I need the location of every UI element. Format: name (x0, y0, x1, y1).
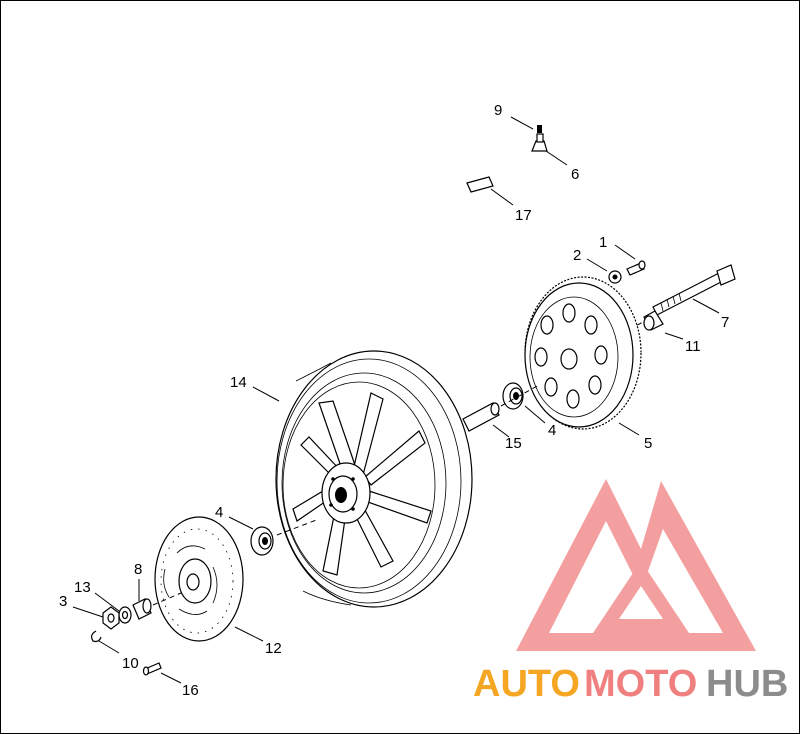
axle-spacer-part (643, 310, 664, 331)
callout-1: 1 (599, 234, 607, 251)
callout-9: 9 (494, 102, 502, 119)
callout-6: 6 (571, 166, 579, 183)
callout-4-left: 4 (215, 504, 223, 521)
callout-11: 11 (685, 338, 701, 355)
washer-part (118, 606, 132, 624)
callout-3: 3 (59, 593, 67, 610)
axle-part (652, 264, 736, 316)
wheel-part (275, 350, 473, 608)
sprocket-part (524, 276, 642, 430)
callout-4-right: 4 (548, 422, 556, 439)
callout-8: 8 (134, 561, 142, 578)
hub-spacer-part (462, 402, 500, 432)
watermark-moto: MOTO (584, 663, 697, 705)
leader-lines (72, 116, 720, 684)
retaining-clip-part (90, 630, 102, 643)
bearing-left-part (250, 526, 274, 556)
callout-10: 10 (122, 655, 139, 672)
disc-screw-part (142, 662, 162, 676)
callout-16: 16 (182, 682, 199, 699)
balance-weight-part (466, 176, 494, 193)
watermark-hub: HUB (706, 663, 788, 705)
callout-13: 13 (74, 579, 91, 596)
valve-stem-part (531, 125, 548, 152)
callout-7: 7 (721, 314, 729, 331)
pulley-screw-part (608, 260, 646, 284)
callout-14: 14 (230, 374, 247, 391)
watermark-auto: AUTO (473, 663, 580, 705)
disc-spacer-part (132, 598, 152, 620)
axle-nut-part (102, 606, 120, 630)
callout-15: 15 (505, 435, 522, 452)
callout-17: 17 (515, 207, 532, 224)
watermark-logo (516, 479, 756, 651)
callout-12: 12 (265, 640, 282, 657)
brake-disc-part (154, 516, 244, 642)
callout-5: 5 (644, 435, 652, 452)
callout-2: 2 (573, 247, 581, 264)
bearing-right-part (502, 382, 524, 410)
